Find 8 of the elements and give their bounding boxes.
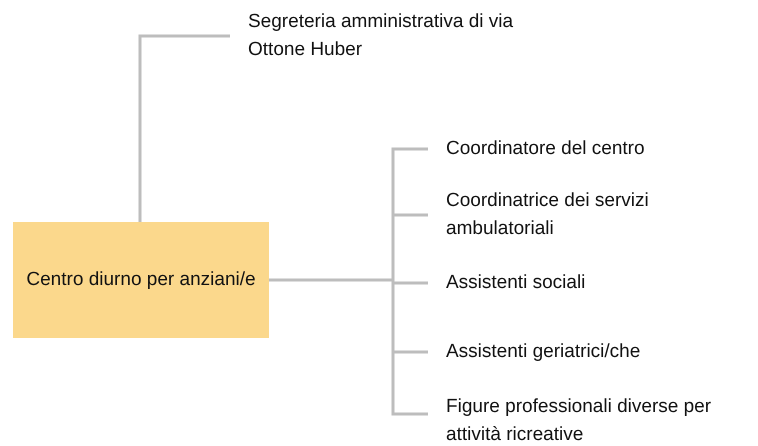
role-label: Segreteria amministrativa di via Ottone Huber bbox=[230, 8, 550, 64]
role-label: Coordinatrice dei servizi ambulatoriali bbox=[428, 186, 748, 244]
center-box: Centro diurno per anziani/e bbox=[13, 222, 269, 338]
connector-line bbox=[138, 34, 230, 222]
role-label: Figure professionali diverse per attività ricreative bbox=[428, 392, 753, 446]
role-label: Assistenti geriatrici/che bbox=[428, 337, 748, 367]
role-label: Assistenti sociali bbox=[428, 268, 748, 298]
role-label: Coordinatore del centro bbox=[428, 134, 748, 164]
